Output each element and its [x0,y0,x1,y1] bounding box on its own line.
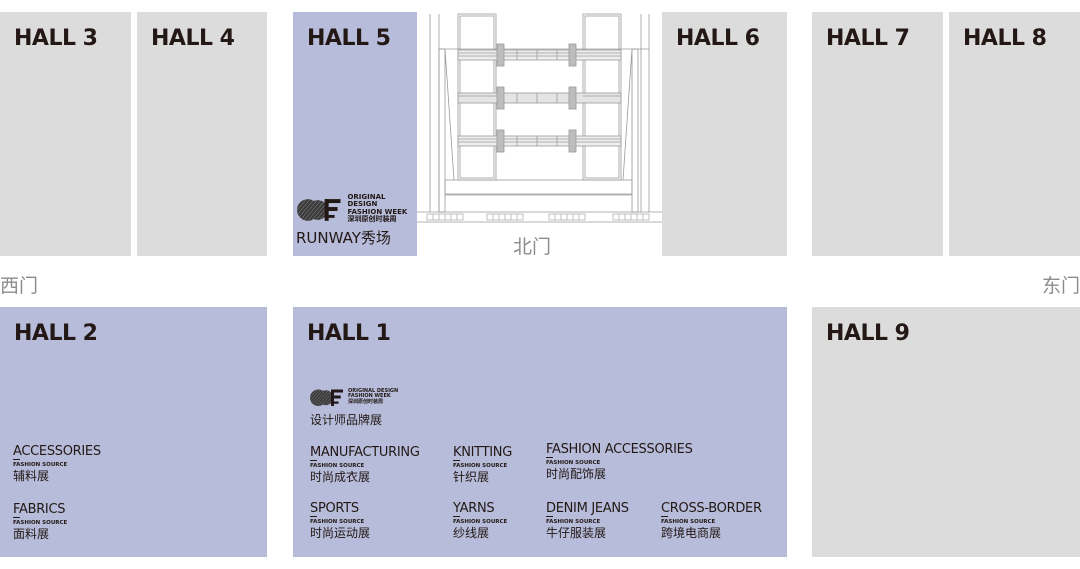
hall-2[interactable]: HALL 2 ACCESSORIES FASHION SOURCE 辅料展 FA… [0,307,267,557]
logo-line-1: ORIGINAL DESIGN [347,193,386,209]
logo-line-2: FASHION WEEK [347,207,408,216]
hall-3[interactable]: HALL 3 [0,12,131,256]
category-manufacturing: MANUFACTURING FASHION SOURCE 时尚成衣展 [310,445,420,484]
north-gate-label: 北门 [513,236,552,258]
hall-5[interactable]: HALL 5 ORIGINAL DESIGN FASHION WEEK 深圳原创… [293,12,417,256]
north-gate-structure-icon [417,13,662,223]
hall-1-title: HALL 1 [307,321,391,346]
hall-7-title: HALL 7 [826,26,910,51]
designer-brand-label: 设计师品牌展 [310,413,383,427]
hall-9[interactable]: HALL 9 [812,307,1080,557]
category-fabrics: FABRICS FASHION SOURCE 面料展 [13,502,68,541]
hall-1[interactable]: HALL 1 ORIGINAL DESIGN FASHION WEEK 深圳原创… [293,307,787,557]
hall-4[interactable]: HALL 4 [137,12,267,256]
hall-9-title: HALL 9 [826,321,910,346]
odfw-logo-icon [297,198,341,221]
hall-8-title: HALL 8 [963,26,1047,51]
logo-line-2: FASHION WEEK [348,393,391,400]
category-yarns: YARNS FASHION SOURCE 纱线展 [453,501,508,540]
hall-2-title: HALL 2 [14,321,98,346]
category-accessories: ACCESSORIES FASHION SOURCE 辅料展 [13,444,101,483]
east-gate-label: 东门 [1041,275,1080,297]
hall-6[interactable]: HALL 6 [662,12,787,256]
odfw-logo-icon [310,389,343,406]
hall-7[interactable]: HALL 7 [812,12,943,256]
hall-4-title: HALL 4 [151,26,235,51]
hall-3-title: HALL 3 [14,26,98,51]
runway-label: RUNWAY秀场 [296,229,391,247]
category-fashion-accessories: FASHION ACCESSORIES FASHION SOURCE 时尚配饰展 [546,442,693,481]
logo-line-3: 深圳原创时装周 [347,215,397,224]
west-gate-label: 西门 [0,275,39,297]
hall-5-title: HALL 5 [307,26,391,51]
category-denim-jeans: DENIM JEANS FASHION SOURCE 牛仔服装展 [546,501,629,540]
logo-line-1: ORIGINAL DESIGN [348,388,399,395]
hall-6-title: HALL 6 [676,26,760,51]
category-cross-border: CROSS-BORDER FASHION SOURCE 跨境电商展 [661,501,762,540]
odfw-logo-hall1: ORIGINAL DESIGN FASHION WEEK 深圳原创时装周 [310,387,398,407]
odfw-logo: ORIGINAL DESIGN FASHION WEEK 深圳原创时装周 [297,193,417,224]
logo-line-3: 深圳原创时装周 [348,398,384,405]
category-knitting: KNITTING FASHION SOURCE 针织展 [453,445,512,484]
north-gate-diagram: 北门 [417,12,662,262]
category-sports: SPORTS FASHION SOURCE 时尚运动展 [310,501,371,540]
hall-8[interactable]: HALL 8 [949,12,1080,256]
